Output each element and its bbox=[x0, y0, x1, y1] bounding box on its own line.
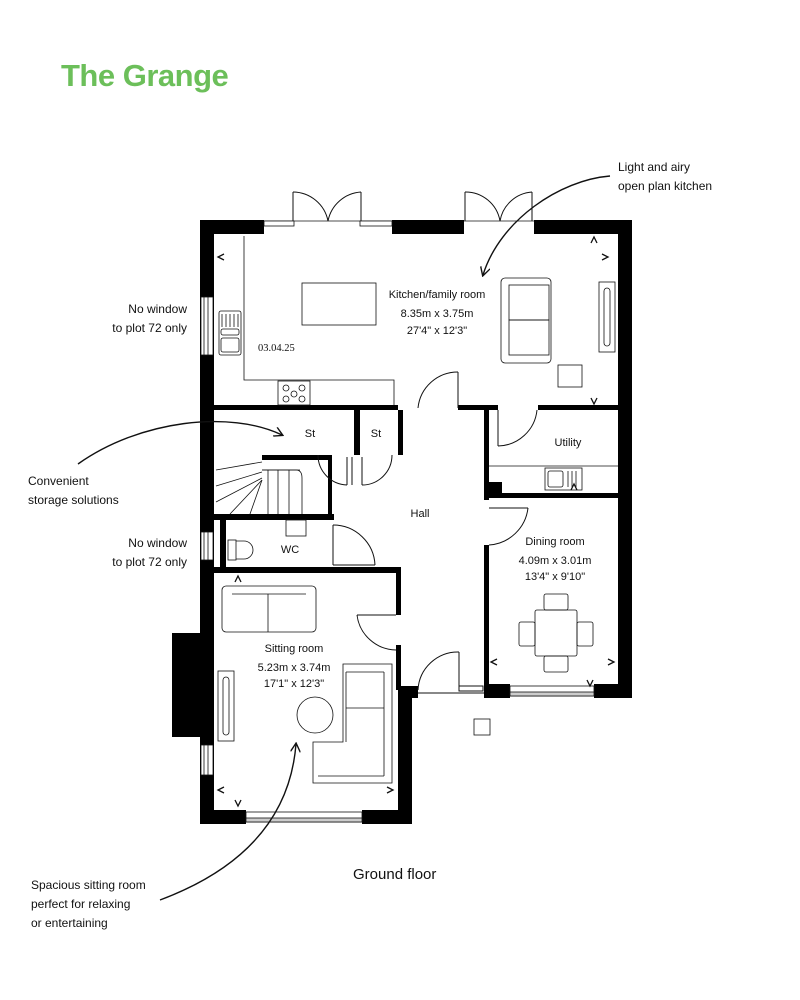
date-stamp: 03.04.25 bbox=[258, 343, 295, 354]
callout-no-window-wc-line1: No window bbox=[128, 536, 187, 550]
callout-no-window-wc: No window to plot 72 only bbox=[100, 534, 187, 572]
sitting-room-imperial: 17'1" x 12'3" bbox=[264, 678, 324, 690]
cistern-icon bbox=[227, 539, 237, 561]
meter-box-icon bbox=[473, 718, 491, 736]
callout-storage: Convenient storage solutions bbox=[28, 472, 119, 510]
interior-walls bbox=[214, 405, 618, 690]
sitting-room-metric: 5.23m x 3.74m bbox=[258, 662, 331, 674]
utility-sink-icon bbox=[544, 467, 583, 491]
callout-sitting-line3: or entertaining bbox=[31, 916, 108, 930]
store2-label: St bbox=[371, 428, 381, 440]
callout-kitchen-line1: Light and airy bbox=[618, 160, 691, 174]
dining-room-metric: 4.09m x 3.01m bbox=[519, 555, 592, 567]
sofa-icon bbox=[500, 277, 552, 364]
callout-storage-line2: storage solutions bbox=[28, 493, 119, 507]
callout-sitting-line1: Spacious sitting room bbox=[31, 878, 146, 892]
kitchen-room-imperial: 27'4" x 12'3" bbox=[407, 325, 467, 337]
utility-fittings bbox=[489, 465, 618, 491]
store1-label: St bbox=[305, 428, 315, 440]
toilet-icon bbox=[236, 540, 254, 560]
side-table-icon bbox=[557, 364, 583, 388]
callout-no-window-kitchen-line1: No window bbox=[128, 302, 187, 316]
wc-label: WC bbox=[281, 544, 299, 556]
basin-icon bbox=[285, 519, 307, 537]
dining-furniture bbox=[518, 593, 594, 673]
storage-callout-arrow bbox=[77, 420, 282, 465]
callout-storage-line1: Convenient bbox=[28, 474, 89, 488]
callout-arrows bbox=[77, 175, 611, 901]
exterior-walls bbox=[172, 220, 632, 824]
callout-sitting: Spacious sitting room perfect for relaxi… bbox=[31, 876, 146, 933]
interior-doors bbox=[317, 371, 538, 694]
callout-no-window-kitchen-line2: to plot 72 only bbox=[112, 321, 187, 335]
kitchen-room-metric: 8.35m x 3.75m bbox=[401, 308, 474, 320]
corner-sofa-icon bbox=[312, 663, 393, 784]
coffee-table-icon bbox=[296, 696, 334, 734]
callout-no-window-wc-line2: to plot 72 only bbox=[112, 555, 187, 569]
french-doors bbox=[292, 191, 533, 222]
callout-kitchen-line2: open plan kitchen bbox=[618, 179, 713, 193]
kitchen-island bbox=[301, 282, 377, 326]
tv-unit-icon bbox=[598, 281, 616, 353]
kitchen-fittings bbox=[218, 236, 616, 406]
sitting-room-furniture bbox=[217, 585, 393, 784]
floor-label: Ground floor bbox=[353, 866, 437, 883]
development-title: The Grange bbox=[61, 58, 229, 93]
kitchen-callout-arrow bbox=[483, 175, 611, 275]
hall-label: Hall bbox=[411, 508, 430, 520]
dining-table-icon bbox=[534, 609, 578, 657]
callout-no-window-kitchen: No window to plot 72 only bbox=[100, 300, 187, 338]
tv-unit-icon bbox=[217, 670, 235, 742]
sofa-icon bbox=[221, 585, 317, 633]
callout-sitting-line2: perfect for relaxing bbox=[31, 897, 131, 911]
callout-kitchen: Light and airy open plan kitchen bbox=[618, 158, 712, 196]
staircase bbox=[215, 458, 303, 515]
utility-label: Utility bbox=[555, 437, 582, 449]
sink-icon bbox=[218, 310, 242, 356]
wc-fittings bbox=[227, 519, 307, 561]
kitchen-room-name: Kitchen/family room bbox=[389, 289, 486, 301]
dimension-markers bbox=[216, 235, 616, 808]
dining-room-imperial: 13'4" x 9'10" bbox=[525, 571, 585, 583]
windows bbox=[200, 220, 595, 823]
dining-room-name: Dining room bbox=[525, 536, 584, 548]
sitting-callout-arrow bbox=[159, 744, 296, 901]
hob-icon bbox=[277, 380, 311, 406]
sitting-room-name: Sitting room bbox=[265, 643, 324, 655]
room-labels: Kitchen/family room 8.35m x 3.75m 27'4" … bbox=[258, 289, 592, 690]
